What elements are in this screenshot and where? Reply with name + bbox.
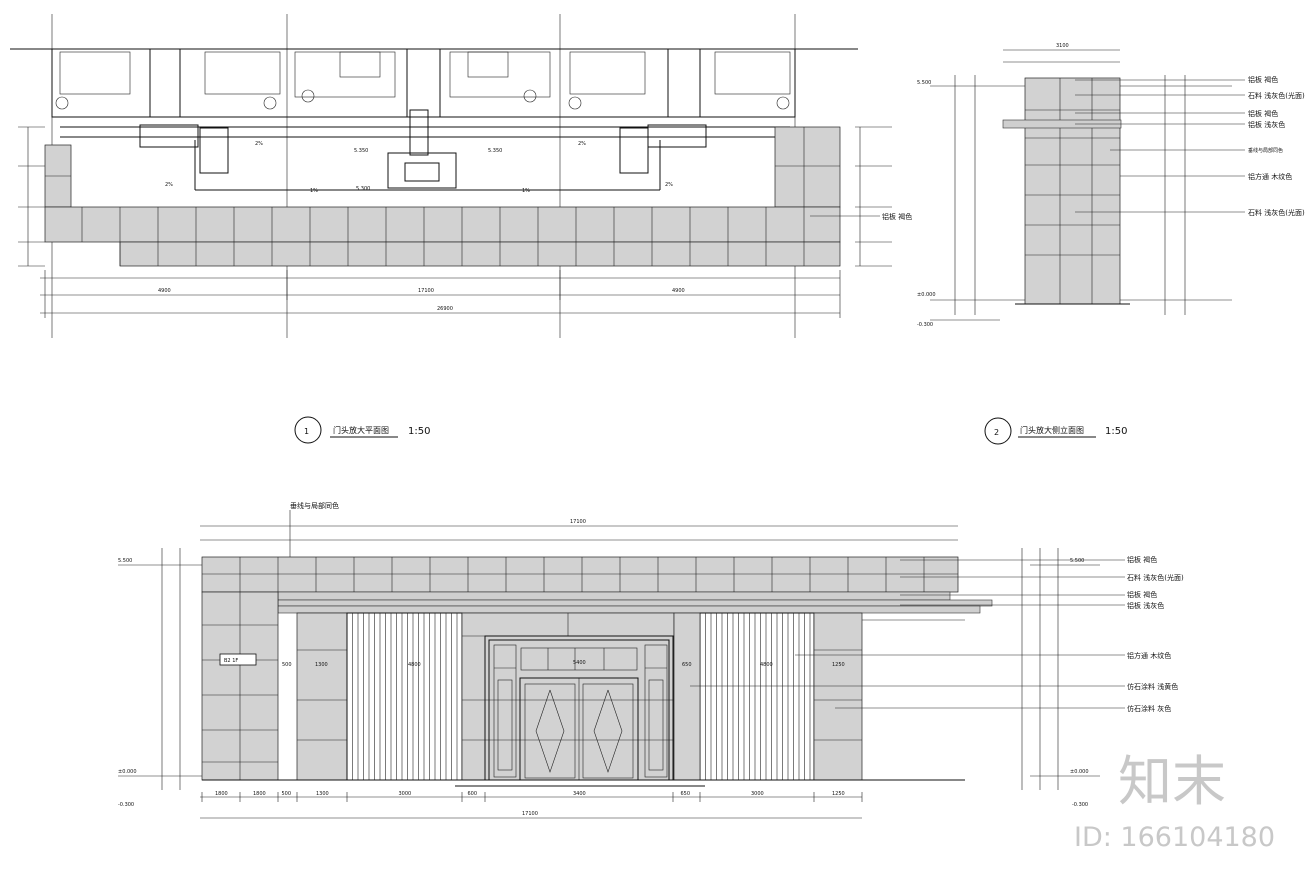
dimension-label: 3000 [399, 791, 412, 797]
side-elevation-ground-level: ±0.000 [917, 292, 936, 298]
front-ground-level: ±0.000 [118, 769, 137, 775]
plan-elevation-3: 5.300 [356, 186, 370, 192]
side-note-7: 石料 浅灰色(光面) [1248, 208, 1305, 217]
front-note-1: 铝板 褐色 [1127, 555, 1157, 564]
side-note-5: 垂线与局部同色 [1248, 147, 1283, 154]
front-note-6: 仿石涂料 浅黄色 [1127, 682, 1178, 691]
front-span-1: 500 [282, 662, 292, 668]
front-note-2: 石料 浅灰色(光面) [1127, 573, 1184, 582]
plan-slope-5: 2% [255, 141, 263, 147]
plan-dim-segment-3: 4900 [672, 288, 685, 294]
front-top-label: 垂线与局部同色 [290, 501, 339, 510]
side-note-1: 铝板 褐色 [1248, 75, 1278, 84]
plan-material-note: 铝板 褐色 [882, 212, 912, 221]
front-span-4: 5400 [573, 660, 586, 666]
front-base-level-right: -0.300 [1072, 802, 1088, 808]
dimension-label: 650 [681, 791, 691, 797]
front-note-5: 铝方通 木纹色 [1127, 651, 1171, 660]
side-drawing-title: 门头放大侧立面图 [1020, 425, 1084, 435]
front-note-4: 铝板 浅灰色 [1127, 601, 1164, 610]
front-top-dim: 17100 [570, 519, 586, 525]
front-bottom-dimensions: 1800 1800 500 1300 3000 600 3400 650 3000 1250 [201, 791, 863, 802]
plan-slope-6: 2% [578, 141, 586, 147]
side-elevation-top-dim: 3100 [1056, 43, 1069, 49]
plan-elevation-1: 5.350 [354, 148, 368, 154]
watermark-brand: 知末 [1118, 750, 1226, 813]
dimension-label: 600 [468, 791, 478, 797]
side-note-2: 石料 浅灰色(光面) [1248, 91, 1305, 100]
front-span-3: 4800 [408, 662, 421, 668]
plan-dim-total: 26900 [437, 306, 453, 312]
front-sign-text: B2 1F [224, 658, 238, 664]
front-top-level-right: 5.500 [1070, 558, 1084, 564]
front-span-2: 1300 [315, 662, 328, 668]
front-bottom-total: 17100 [522, 811, 538, 817]
dimension-label: 3400 [573, 791, 586, 797]
front-span-6: 4800 [760, 662, 773, 668]
plan-drawing-title: 门头放大平面图 [333, 425, 389, 435]
front-top-level: 5.500 [118, 558, 132, 564]
plan-slope-3: 2% [165, 182, 173, 188]
front-span-7: 1250 [832, 662, 845, 668]
plan-drawing-scale: 1:50 [408, 426, 430, 437]
side-drawing-scale: 1:50 [1105, 426, 1127, 437]
dimension-label: 1250 [832, 791, 845, 797]
dimension-label: 1300 [316, 791, 329, 797]
dimension-label: 3000 [751, 791, 764, 797]
plan-slope-2: 1% [522, 188, 530, 194]
left-batten-screen [352, 613, 458, 780]
watermark-id: ID: 166104180 [1074, 822, 1275, 853]
side-elevation-top-level: 5.500 [917, 80, 931, 86]
plan-slope-1: 1% [310, 188, 318, 194]
front-span-5: 650 [682, 662, 692, 668]
plan-dim-segment-1: 4900 [158, 288, 171, 294]
side-note-3: 铝板 褐色 [1248, 109, 1278, 118]
side-note-6: 铝方通 木纹色 [1248, 172, 1292, 181]
dimension-label: 1800 [215, 791, 228, 797]
right-batten-screen [705, 613, 811, 780]
side-note-4: 铝板 浅灰色 [1248, 120, 1285, 129]
plan-drawing: 5.350 5.350 5.300 1% 1% 2% 2% 2% 2% 铝板 褐… [10, 14, 912, 444]
front-note-7: 仿石涂料 灰色 [1127, 704, 1171, 713]
front-note-3: 铝板 褐色 [1127, 590, 1157, 599]
plan-dim-segment-2: 17100 [418, 288, 434, 294]
dimension-label: 500 [282, 791, 292, 797]
front-ground-level-right: ±0.000 [1070, 769, 1089, 775]
plan-slope-4: 2% [665, 182, 673, 188]
side-drawing-number: 2 [994, 428, 999, 437]
dimension-label: 1800 [253, 791, 266, 797]
plan-elevation-2: 5.350 [488, 148, 502, 154]
side-elevation-drawing: 5.500 ±0.000 -0.300 3100 铝板 褐色 石料 浅灰色(光面… [917, 43, 1305, 445]
front-elevation-drawing: 垂线与局部同色 17100 [118, 501, 1184, 819]
side-elevation-base-level: -0.300 [917, 322, 933, 328]
front-base-level: -0.300 [118, 802, 134, 808]
plan-drawing-number: 1 [304, 427, 309, 436]
